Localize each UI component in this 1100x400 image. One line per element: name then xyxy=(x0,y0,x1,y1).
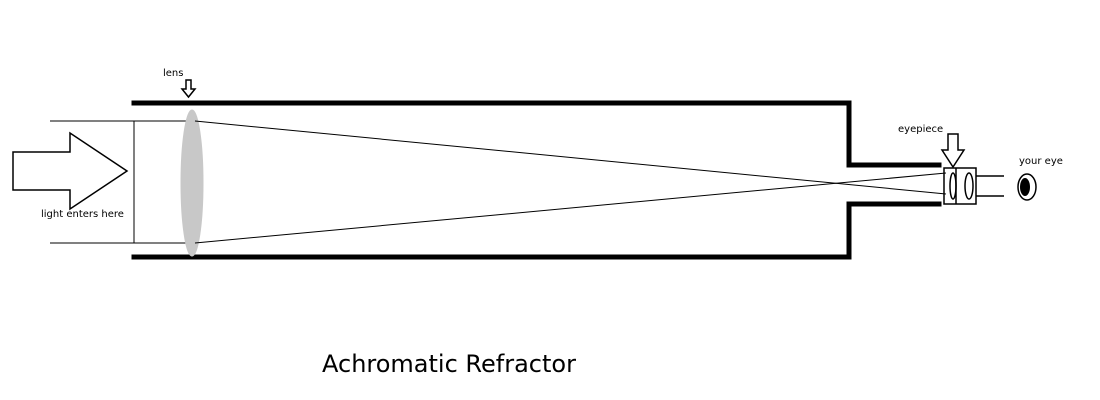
eyepiece-lens-1 xyxy=(949,172,957,200)
eye-pupil xyxy=(1020,178,1030,196)
eyepiece-lens-2 xyxy=(964,172,974,200)
eye-outline xyxy=(1017,173,1037,201)
eyepiece-assembly xyxy=(943,167,1004,205)
lens-pointer-arrow xyxy=(180,79,197,99)
eye-icon xyxy=(1017,173,1037,201)
eyepiece-housing xyxy=(943,167,977,205)
eyepiece-label: eyepiece xyxy=(898,124,943,135)
diagram-title: Achromatic Refractor xyxy=(322,350,576,378)
light-entry-arrow xyxy=(12,131,129,211)
telescope-tube xyxy=(131,100,942,260)
eyepiece-pointer-arrow xyxy=(940,133,966,169)
incoming-light-lines xyxy=(50,120,190,244)
lower-ray xyxy=(194,172,947,244)
lens-label: lens xyxy=(163,68,183,79)
tube-bottom-step xyxy=(846,201,942,260)
light-entry-label: light enters here xyxy=(41,209,124,220)
light-rays xyxy=(194,120,947,244)
eye-label: your eye xyxy=(1019,156,1063,167)
tube-top-step xyxy=(846,100,942,168)
upper-ray xyxy=(194,120,947,195)
objective-lens xyxy=(180,109,204,257)
